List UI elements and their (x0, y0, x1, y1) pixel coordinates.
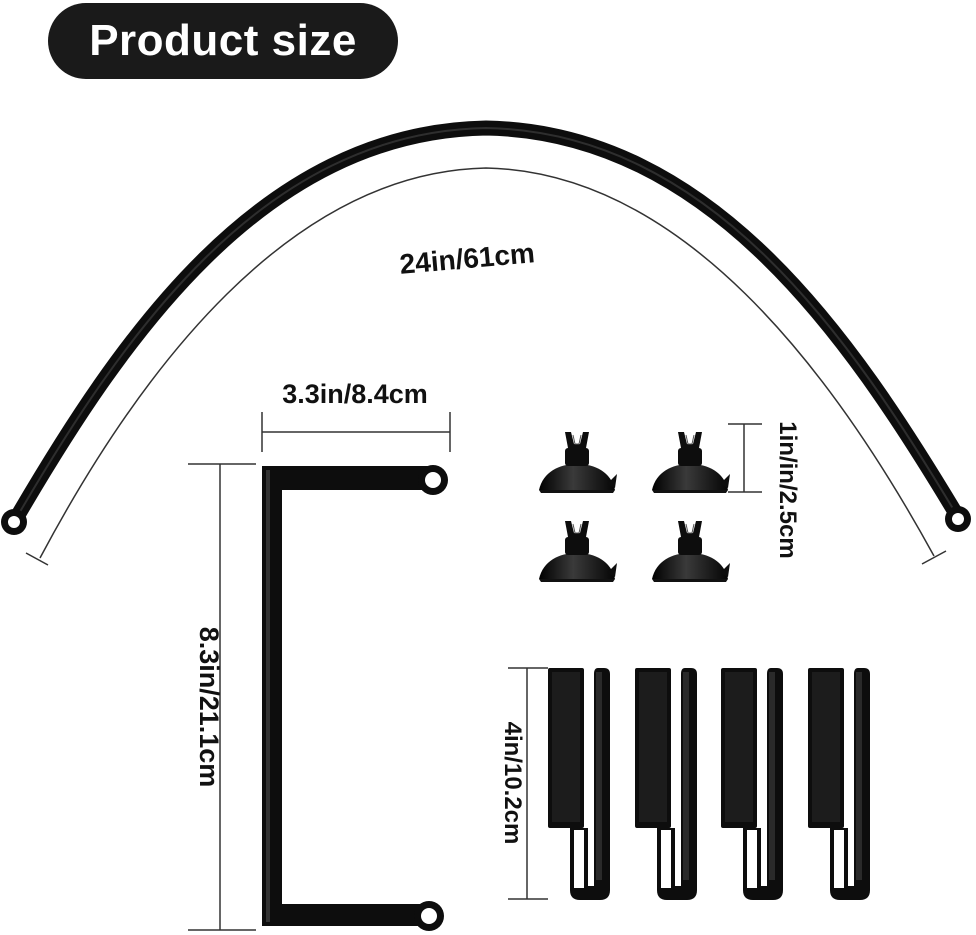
arc-dimension-line (25, 167, 947, 566)
clip-height-dimension (508, 667, 548, 900)
arc-rod (1, 120, 971, 535)
title-badge: Product size (48, 3, 398, 79)
bracket (262, 465, 448, 931)
tank-clip (548, 668, 610, 900)
suction-cup (538, 520, 618, 583)
page-title: Product size (89, 16, 357, 65)
suction-cup (651, 431, 731, 494)
bracket-height-label: 8.3in/21.1cm (194, 627, 224, 788)
suction-cups (538, 431, 731, 583)
bracket-width-dimension (261, 412, 451, 452)
clip-height-label: 4in/10.2cm (499, 722, 526, 845)
tank-clips (548, 668, 870, 900)
arc-length-label: 24in/61cm (398, 237, 536, 280)
tank-clip (721, 668, 783, 900)
suction-cup (538, 431, 618, 494)
suction-cup (651, 520, 731, 583)
tank-clip (635, 668, 697, 900)
suction-cup-height-dimension (728, 423, 762, 493)
suction-cup-height-label: 1in/in/2.5cm (774, 421, 801, 558)
bracket-height-dimension (188, 463, 256, 931)
bracket-width-label: 3.3in/8.4cm (282, 379, 428, 409)
tank-clip (808, 668, 870, 900)
